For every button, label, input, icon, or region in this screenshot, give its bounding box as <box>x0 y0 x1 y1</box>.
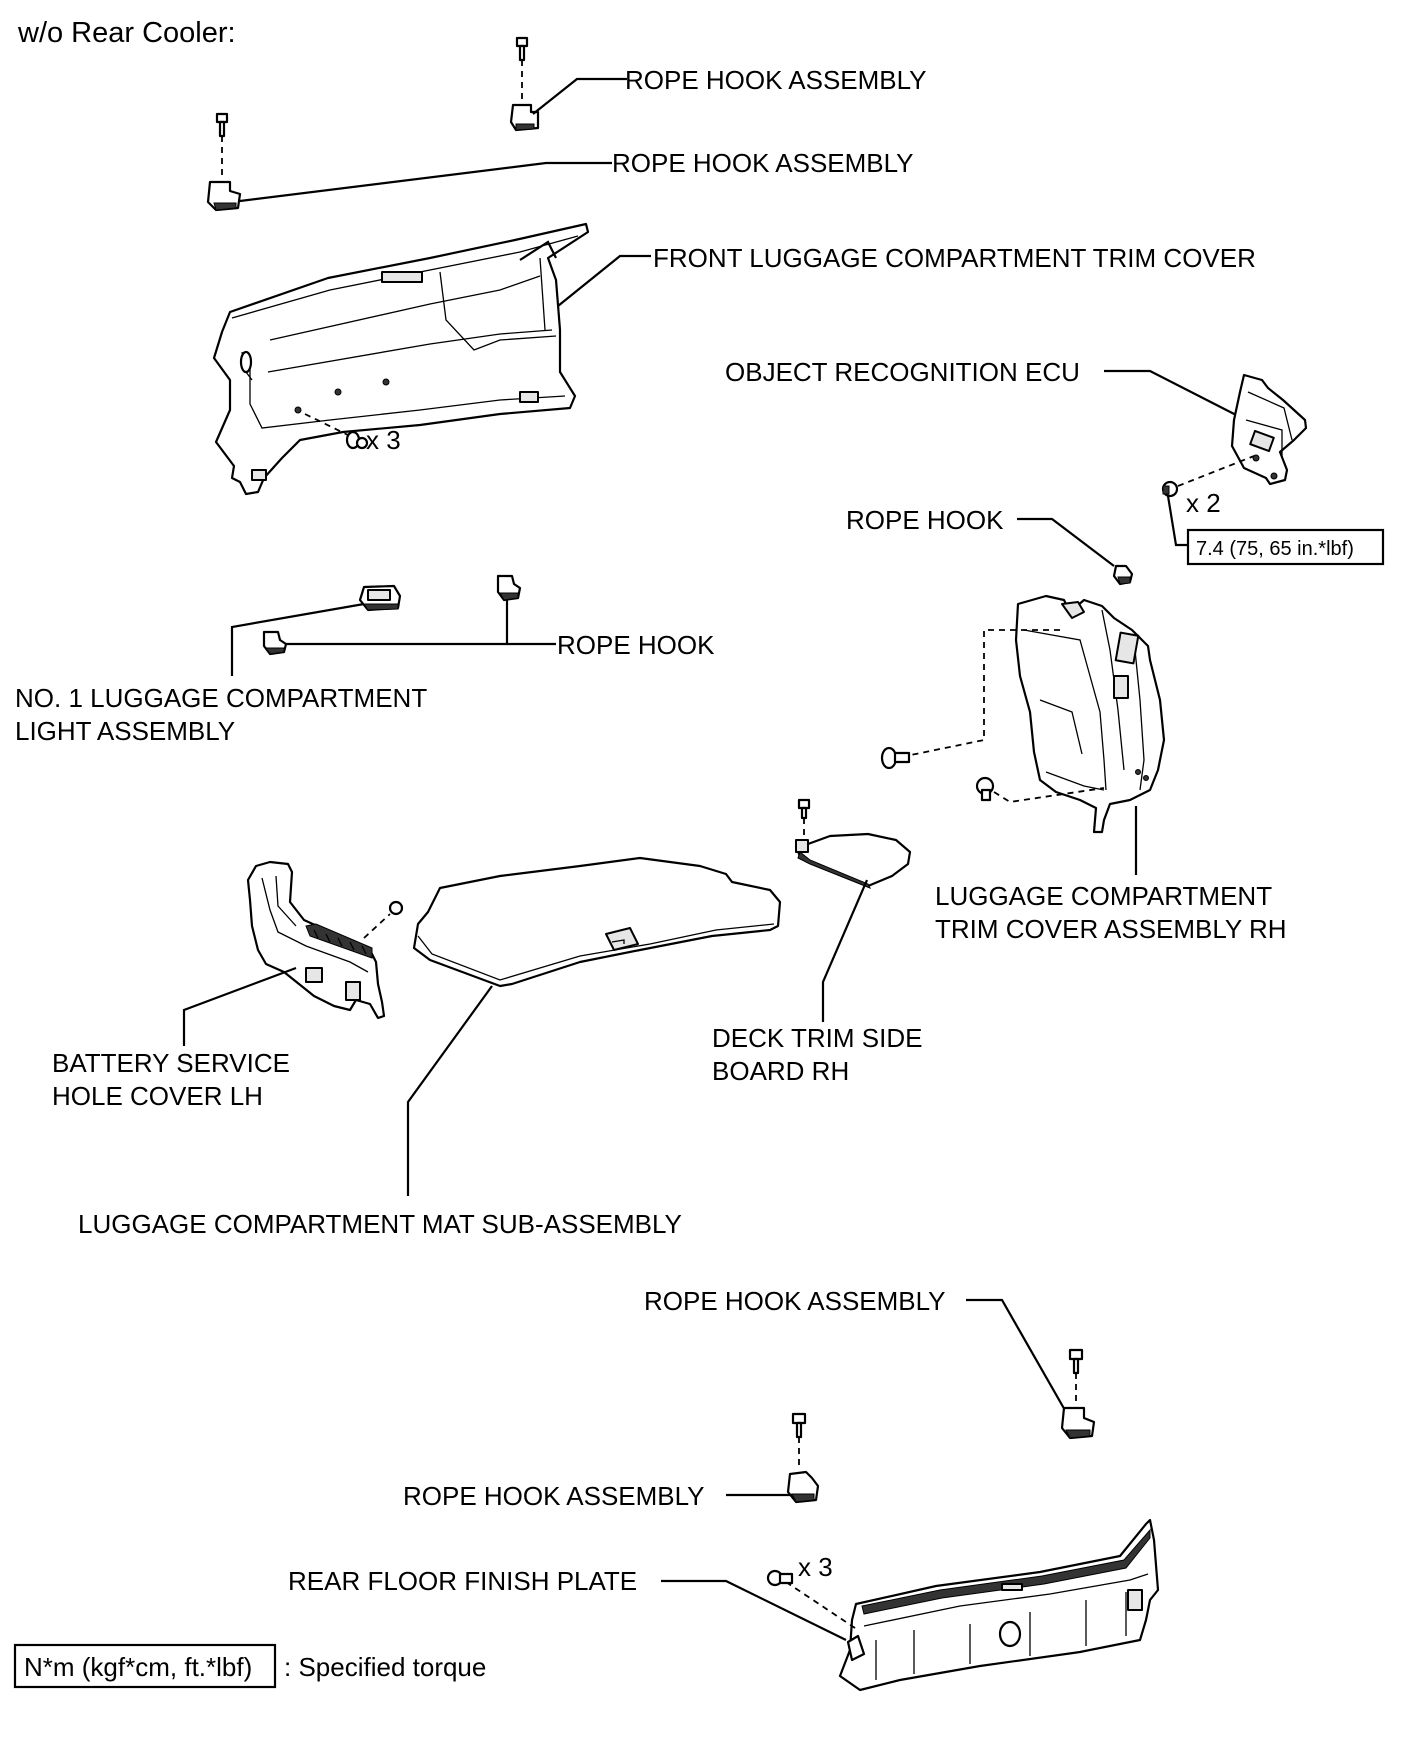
clip-trim-rh-upper <box>880 629 1060 770</box>
label-front-trim-cover: FRONT LUGGAGE COMPARTMENT TRIM COVER <box>653 243 1256 273</box>
front-luggage-trim-cover <box>212 222 590 496</box>
luggage-compartment-mat <box>412 856 782 988</box>
label-mat: LUGGAGE COMPARTMENT MAT SUB-ASSEMBLY <box>78 1209 682 1239</box>
leader-battery-cover <box>182 966 297 1046</box>
rope-hook-center-upper <box>496 574 522 602</box>
clip-floor-plate <box>766 1569 859 1631</box>
torque-box-ecu <box>1186 528 1385 566</box>
luggage-trim-cover-rh <box>1014 594 1166 834</box>
rope-hook-assembly-bottom-right <box>1060 1348 1096 1440</box>
label-battery-cover-line1: BATTERY SERVICE <box>52 1048 290 1078</box>
leader-deck-board <box>821 879 869 1022</box>
legend-unit-box <box>13 1643 277 1689</box>
rope-hook-assembly-left <box>206 112 242 212</box>
qty-ecu-bolts: x 2 <box>1186 488 1221 518</box>
label-trim-cover-rh-line1: LUGGAGE COMPARTMENT <box>935 881 1272 911</box>
clip-front-trim <box>304 413 369 450</box>
ecu-bolt <box>1161 455 1255 498</box>
rope-hook-right <box>1112 564 1134 586</box>
label-rope-hook-center: ROPE HOOK <box>557 630 715 660</box>
rear-floor-finish-plate <box>838 1518 1160 1692</box>
label-rope-hook-assembly-2: ROPE HOOK ASSEMBLY <box>612 148 914 178</box>
leader-rope-hook-assembly-3 <box>966 1298 1067 1413</box>
diagram-title: w/o Rear Cooler: <box>17 17 236 49</box>
luggage-compartment-light <box>358 584 402 612</box>
leader-rope-hook-center <box>286 600 556 646</box>
legend-unit-text: N*m (kgf*cm, ft.*lbf) <box>24 1652 252 1682</box>
label-light-assembly-line2: LIGHT ASSEMBLY <box>15 716 235 746</box>
rope-hook-assembly-bottom-middle <box>786 1412 820 1504</box>
battery-service-hole-cover <box>246 860 386 1020</box>
qty-clip-front-trim: x 3 <box>366 425 401 455</box>
label-rope-hook-assembly-4: ROPE HOOK ASSEMBLY <box>403 1481 705 1511</box>
label-trim-cover-rh-line2: TRIM COVER ASSEMBLY RH <box>935 914 1287 944</box>
leader-rope-hook-assembly-1 <box>532 77 627 115</box>
label-rope-hook-assembly-1: ROPE HOOK ASSEMBLY <box>625 65 927 95</box>
object-recognition-ecu <box>1230 373 1308 486</box>
label-rear-floor-plate: REAR FLOOR FINISH PLATE <box>288 1566 637 1596</box>
clip-battery-cover <box>363 900 404 939</box>
rope-hook-assembly-top <box>509 36 540 132</box>
leader-object-recognition-ecu <box>1104 369 1243 419</box>
torque-value-ecu: 7.4 (75, 65 in.*lbf) <box>1196 538 1354 560</box>
label-rope-hook-assembly-3: ROPE HOOK ASSEMBLY <box>644 1286 946 1316</box>
leader-rope-hook-assembly-2 <box>239 161 612 203</box>
deck-trim-side-board-rh <box>795 798 912 889</box>
leader-light-assembly <box>230 602 365 676</box>
leader-front-trim-cover <box>557 254 651 307</box>
leader-mat <box>406 985 493 1196</box>
leader-rope-hook-right <box>1017 517 1115 567</box>
label-deck-board-line1: DECK TRIM SIDE <box>712 1023 922 1053</box>
qty-floor-plate-clips: x 3 <box>798 1552 833 1582</box>
label-deck-board-line2: BOARD RH <box>712 1056 849 1086</box>
rope-hook-center-lower <box>262 630 288 656</box>
legend-description: : Specified torque <box>284 1652 486 1682</box>
label-object-recognition-ecu: OBJECT RECOGNITION ECU <box>725 357 1080 387</box>
label-rope-hook-right: ROPE HOOK <box>846 505 1004 535</box>
label-battery-cover-line2: HOLE COVER LH <box>52 1081 263 1111</box>
leader-rear-floor-plate <box>661 1579 847 1641</box>
clip-trim-rh-lower <box>975 776 1105 803</box>
label-light-assembly-line1: NO. 1 LUGGAGE COMPARTMENT <box>15 683 427 713</box>
